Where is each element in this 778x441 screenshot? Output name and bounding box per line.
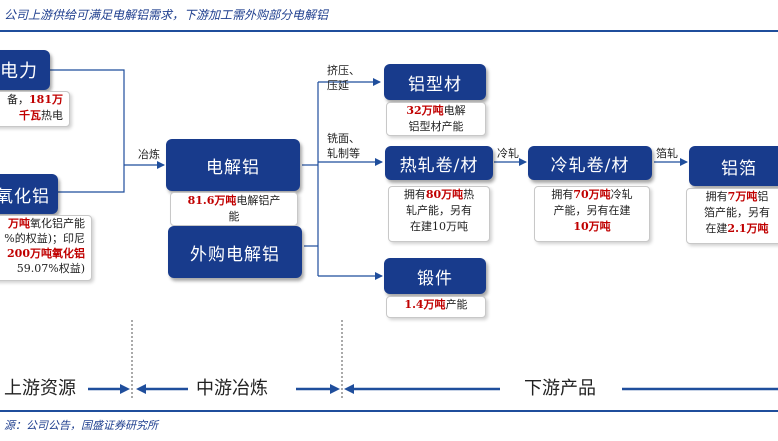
label-foil: 箔轧 [656,147,678,160]
label-line: 铣面、 [327,132,360,145]
note-forging: 1.4万吨产能 [386,296,486,318]
node-electrolytic: 电解铝 [166,139,300,191]
note-power: 备，181万 千瓦热电 [0,91,70,127]
alumina-connector [58,165,125,193]
power-connector [48,69,125,165]
note-text: 拥有 [403,188,426,201]
note-value: 200万吨氧化铝 [7,247,85,260]
node-profile: 铝型材 [384,64,486,100]
footer-rule [0,410,778,412]
node-hot-roll: 热轧卷/材 [385,146,493,180]
note-alumina: 万吨氧化铝产能 %的权益)；印尼 200万吨氧化铝 59.07%权益) [0,215,92,281]
label-line: 轧制等 [327,147,360,160]
note-value: 7万吨 [727,190,758,203]
note-text: 热电 [41,109,63,122]
note-text: 在建10万吨 [410,220,468,233]
note-text: 产能，另有在建 [553,204,631,217]
node-cold-roll: 冷轧卷/材 [528,146,652,180]
note-text: 能 [228,210,240,223]
note-value: 千瓦 [19,109,41,122]
note-value: 1.4万吨 [404,298,446,311]
chart-title: 公司上游供给可满足电解铝需求，下游加工需外购部分电解铝 [4,8,329,22]
source-note: 源：公司公告，国盛证券研究所 [4,419,158,432]
note-text: 铝 [757,190,769,203]
stage-downstream: 下游产品 [524,378,596,399]
node-power: 电力 [0,50,50,90]
label-line: 挤压、 [327,64,360,77]
label-mill: 铣面、 轧制等 [327,131,360,161]
note-value: 181万 [29,93,63,106]
label-smelt: 冶炼 [138,148,160,161]
note-value: 万吨 [8,217,30,230]
note-text: %的权益)；印尼 [4,232,85,245]
note-text: 电解 [443,104,466,117]
note-text: 铝型材产能 [408,120,464,133]
note-text: 冷轧 [610,188,633,201]
note-text: 氧化铝产能 [30,217,85,230]
node-forging: 锻件 [384,258,486,294]
note-text: 电解铝产 [236,194,281,207]
note-text: 59.07%权益) [16,262,85,275]
stage-upstream: 上游资源 [4,378,76,399]
note-text: 热 [463,188,475,201]
note-value: 70万吨 [573,188,611,201]
note-value: 80万吨 [425,188,464,201]
note-cold-roll: 拥有70万吨冷轧 产能，另有在建 10万吨 [534,186,650,242]
stage-midstream: 中游冶炼 [196,378,268,399]
note-profile: 32万吨电解 铝型材产能 [386,102,486,136]
node-purchased: 外购电解铝 [168,226,302,278]
note-text: 备， [7,93,30,106]
note-value: 32万吨 [406,104,444,117]
note-value: 81.6万吨 [187,194,237,207]
label-extrude: 挤压、 压延 [327,63,360,93]
node-alumina: 氧化铝 [0,174,58,214]
note-text: 在建 [705,222,728,235]
note-foil: 拥有7万吨铝 箔产能，另有 在建2.1万吨 [686,188,778,244]
label-line: 压延 [327,79,349,92]
note-value: 10万吨 [573,220,611,233]
note-text: 拥有 [705,190,728,203]
note-text: 拥有 [551,188,574,201]
note-value: 2.1万吨 [727,222,769,235]
node-foil: 铝箔 [689,146,778,186]
title-rule [0,30,778,32]
note-electrolytic: 81.6万吨电解铝产 能 [170,192,298,226]
note-text: 轧产能，另有 [406,204,472,217]
note-text: 产能 [445,298,468,311]
note-text: 箔产能，另有 [704,206,770,219]
label-cold: 冷轧 [497,147,519,160]
note-hot-roll: 拥有80万吨热 轧产能，另有 在建10万吨 [388,186,490,242]
